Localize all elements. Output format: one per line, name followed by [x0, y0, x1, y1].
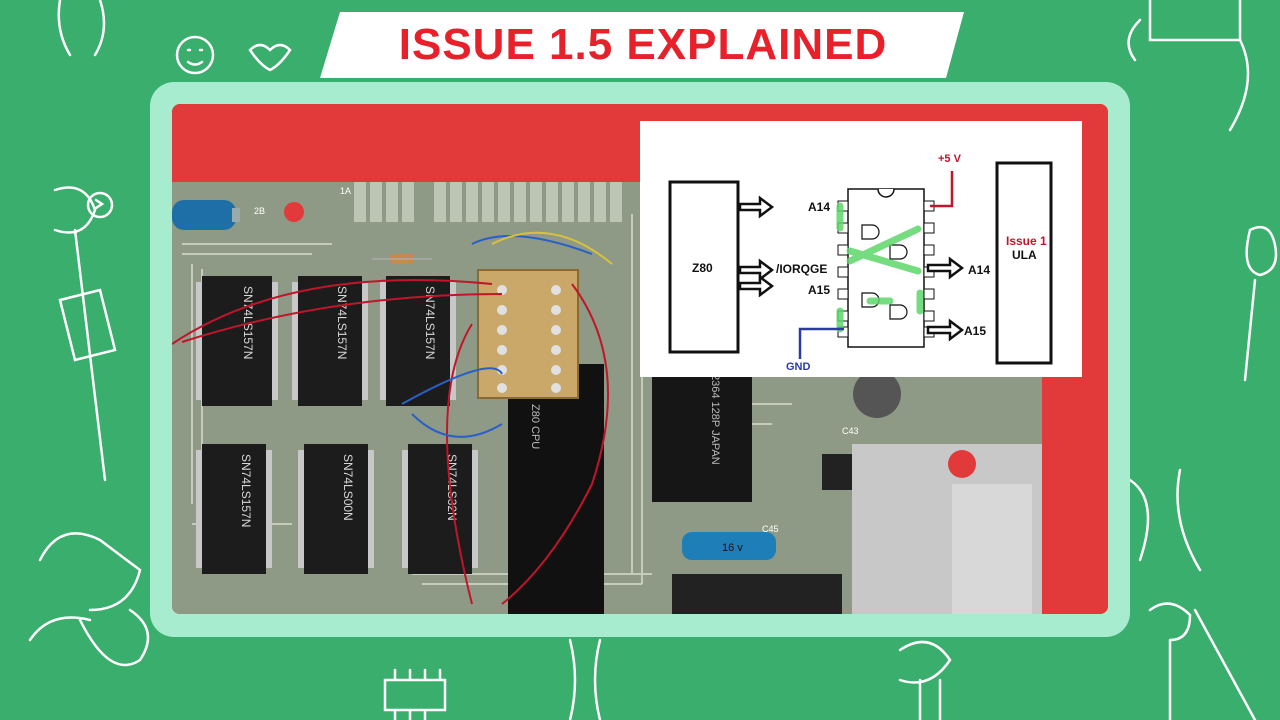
input-arrows: [738, 195, 775, 298]
input-a15-label: A15: [808, 283, 831, 297]
power-wire: [930, 171, 954, 208]
svg-text:16 v: 16 v: [722, 542, 743, 554]
silkscreen-2b: 2B: [254, 206, 265, 216]
output-arrows: [926, 256, 965, 342]
page-title: ISSUE 1.5 EXPLAINED: [398, 20, 888, 69]
input-a14-label: A14: [808, 200, 831, 214]
trimmer-capacitor: [853, 370, 901, 418]
resistor: [372, 254, 432, 264]
ground-label: GND: [786, 361, 811, 373]
title-banner: ISSUE 1.5 EXPLAINED: [318, 10, 968, 80]
chip-u5: SN74LS00N: [304, 444, 368, 574]
svg-text:SN74LS157N: SN74LS157N: [335, 286, 349, 359]
svg-text:2364 128P JAPAN: 2364 128P JAPAN: [709, 374, 721, 465]
doodle-resistor-icon: [568, 638, 952, 720]
edge-connector: [354, 182, 622, 222]
doodle-heart-icon: [248, 43, 292, 72]
doodle-diode-icon: [53, 186, 117, 482]
svg-text:SN74LS157N: SN74LS157N: [239, 454, 253, 527]
pcb-photo: 2B 1A SN74LS157N SN74LS157N SN74LS157N S…: [172, 104, 1108, 614]
silkscreen-1a: 1A: [340, 186, 351, 196]
doodle-face-icon: [175, 35, 215, 75]
transistor: [822, 454, 852, 490]
adapter-board: [477, 269, 579, 399]
chip-u4: SN74LS157N: [202, 444, 266, 574]
svg-text:SN74LS00N: SN74LS00N: [341, 454, 355, 521]
ula-issue-label: Issue 1: [1006, 234, 1047, 248]
doodle-switch-icon: [1148, 602, 1257, 720]
ula-label: ULA: [1012, 248, 1037, 262]
rom-chip: 2364 128P JAPAN: [652, 362, 752, 502]
z80-block: [668, 180, 740, 354]
chip-socket: [672, 574, 842, 614]
blue-capacitor: [172, 200, 240, 230]
doodle-part-icon: [28, 532, 150, 667]
chip-u6: SN74LS32N: [408, 444, 472, 574]
output-a14-label: A14: [968, 263, 991, 277]
power-label: +5 V: [938, 153, 961, 165]
doodle-leads-icon: [57, 0, 106, 57]
ground-wire: [798, 327, 844, 359]
svg-text:Z80 CPU: Z80 CPU: [529, 404, 541, 449]
input-iorqge-label: /IORQGE: [776, 262, 828, 276]
svg-text:SN74LS157N: SN74LS157N: [423, 286, 437, 359]
electrolytic-capacitor: 16 v: [682, 532, 776, 560]
doodle-capacitor-icon: [1243, 225, 1278, 382]
ula-block: [995, 161, 1053, 365]
mounting-hole: [284, 202, 304, 222]
doodle-lead-icon: [1128, 468, 1202, 572]
z80-label: Z80: [692, 261, 713, 275]
logic-ic-package: [836, 188, 935, 348]
silkscreen-c45: C45: [762, 524, 779, 534]
output-a15-label: A15: [964, 324, 987, 338]
silkscreen-c43: C43: [842, 426, 859, 436]
chip-u2: SN74LS157N: [298, 276, 362, 406]
heatsink-regulator: [852, 444, 1042, 614]
gate-highlights: [836, 202, 924, 333]
z80-cpu-chip: Z80 CPU: [508, 364, 604, 614]
doodle-ic-icon: [383, 668, 447, 720]
blue-wire-1: [401, 367, 503, 438]
red-wire-1: [172, 279, 493, 345]
chip-u1: SN74LS157N: [202, 276, 272, 406]
schematic-diagram: Z80 Issue 1 ULA +5 V GND A14 /IORQGE A15…: [640, 121, 1082, 377]
doodle-chip-icon: [1127, 0, 1250, 132]
